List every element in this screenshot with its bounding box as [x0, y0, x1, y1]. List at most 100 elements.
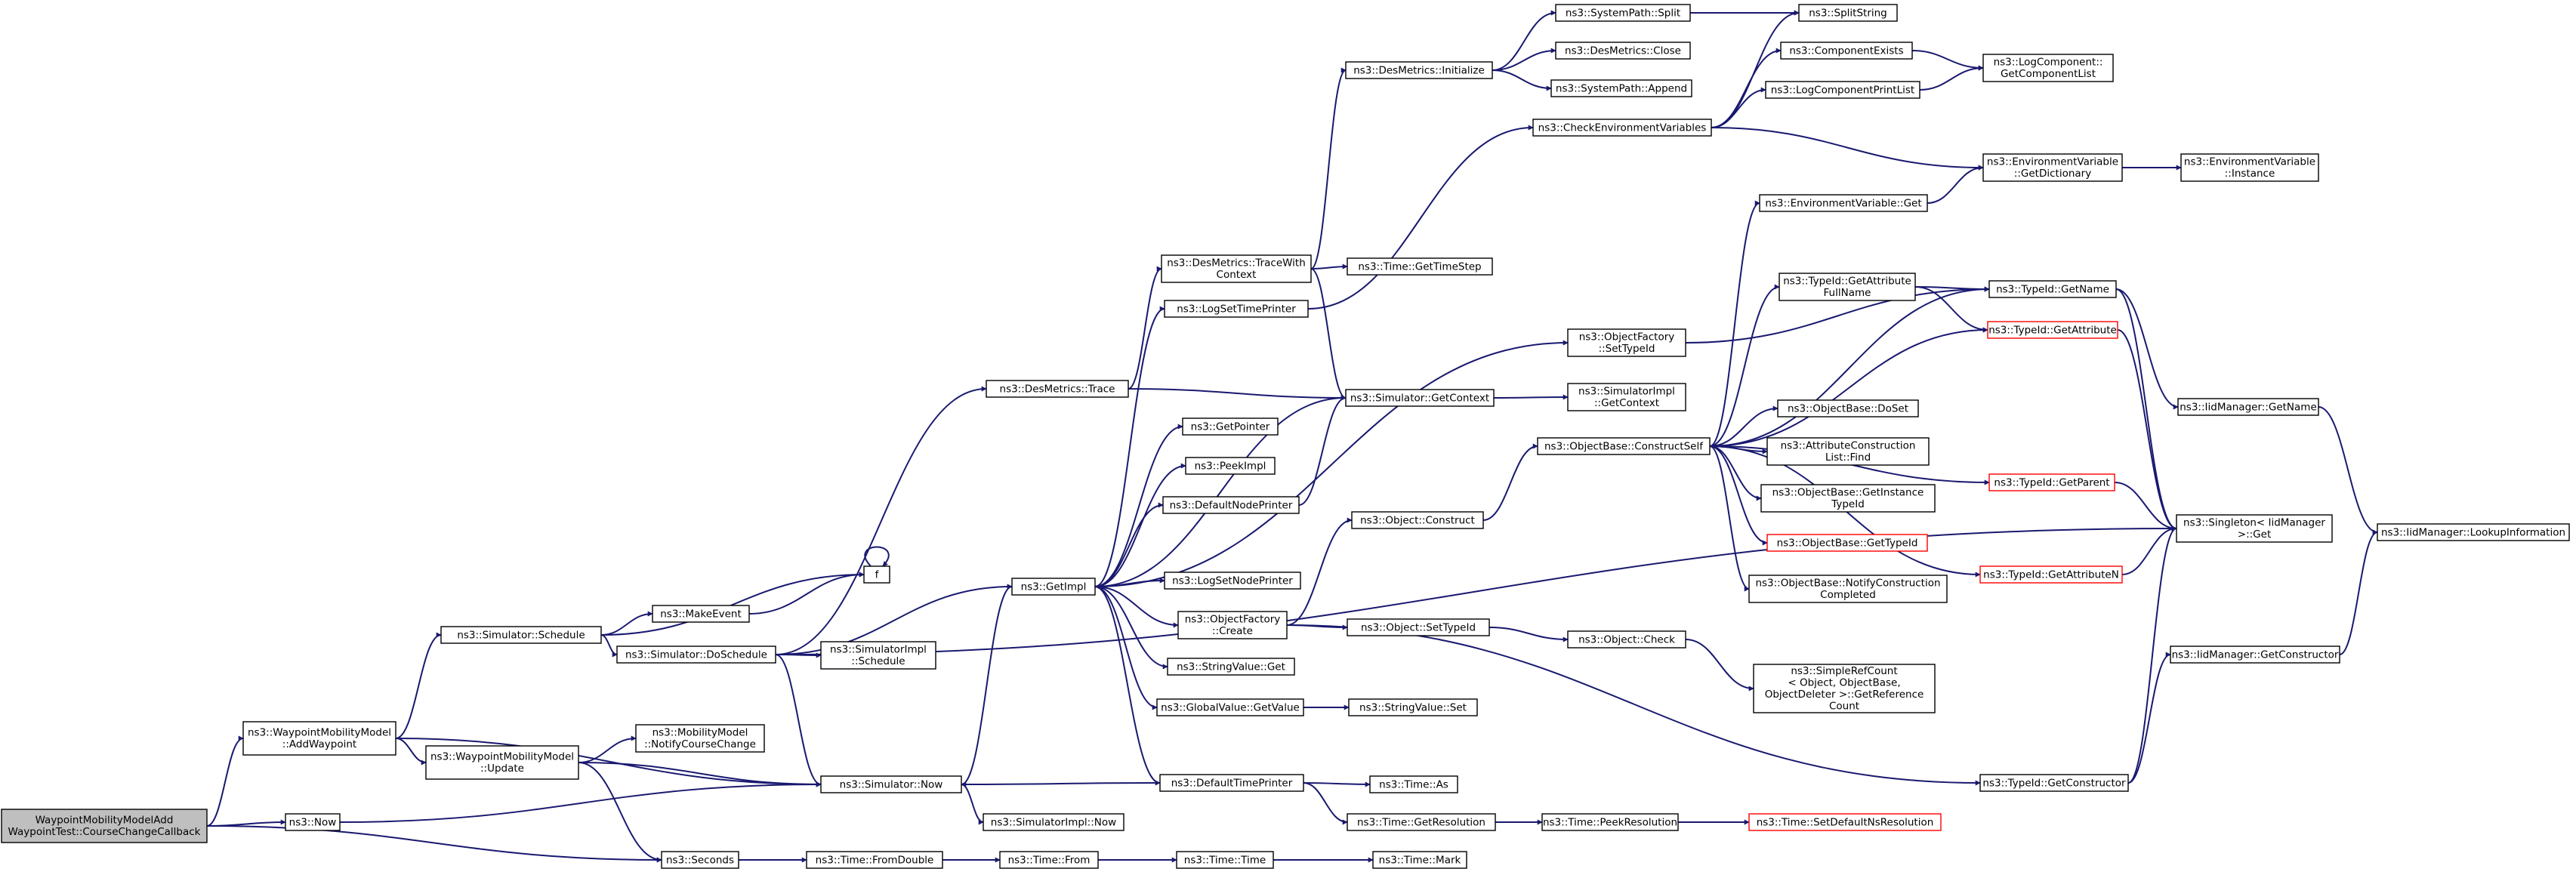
node-obj-base-do-set[interactable]: ns3::ObjectBase::DoSet	[1777, 399, 1919, 417]
node-label: ns3::LogComponent::	[1994, 57, 2103, 69]
node-check-env-vars[interactable]: ns3::CheckEnvironmentVariables	[1532, 119, 1712, 137]
node-component-exists[interactable]: ns3::ComponentExists	[1780, 42, 1913, 60]
node-default-time-printer[interactable]: ns3::DefaultTimePrinter	[1159, 774, 1304, 792]
node-split-string[interactable]: ns3::SplitString	[1798, 4, 1898, 22]
node-get-pointer[interactable]: ns3::GetPointer	[1182, 417, 1279, 436]
node-type-id-get-name[interactable]: ns3::TypeId::GetName	[1988, 280, 2117, 298]
node-env-var-get[interactable]: ns3::EnvironmentVariable::Get	[1759, 194, 1928, 212]
node-f[interactable]: f	[863, 565, 890, 584]
node-peek-impl[interactable]: ns3::PeekImpl	[1185, 457, 1276, 475]
node-get-component-list[interactable]: ns3::LogComponent::GetComponentList	[1982, 54, 2114, 82]
node-box	[983, 813, 1124, 831]
node-seconds[interactable]: ns3::Seconds	[661, 851, 739, 869]
node-label: ns3::SimulatorImpl::Now	[991, 816, 1116, 828]
node-des-init[interactable]: ns3::DesMetrics::Initialize	[1345, 61, 1493, 79]
node-label: ObjectDeleter >::GetReference	[1765, 689, 1924, 701]
node-label: ns3::SimpleRefCount	[1791, 665, 1897, 677]
node-system-path-append[interactable]: ns3::SystemPath::Append	[1550, 79, 1692, 97]
node-box	[1348, 698, 1478, 716]
node-time-set-default-ns-res[interactable]: ns3::Time::SetDefaultNsResolution	[1748, 813, 1942, 831]
node-object-set-type-id[interactable]: ns3::Object::SetTypeId	[1347, 618, 1490, 636]
node-construct-self[interactable]: ns3::ObjectBase::ConstructSelf	[1537, 437, 1711, 455]
node-notify-construction-completed[interactable]: ns3::ObjectBase::NotifyConstructionCompl…	[1748, 575, 1948, 603]
node-get-impl[interactable]: ns3::GetImpl	[1011, 578, 1096, 596]
node-env-var-get-dictionary[interactable]: ns3::EnvironmentVariable::GetDictionary	[1982, 153, 2123, 182]
node-object-construct[interactable]: ns3::Object::Construct	[1351, 511, 1484, 529]
node-singleton-get[interactable]: ns3::Singleton< IidManager>::Get	[2176, 514, 2333, 543]
node-type-id-get-attribute[interactable]: ns3::TypeId::GetAttribute	[1987, 321, 2118, 339]
node-simple-ref-count[interactable]: ns3::SimpleRefCount< Object, ObjectBase,…	[1753, 664, 1936, 713]
node-default-node-printer[interactable]: ns3::DefaultNodePrinter	[1162, 496, 1300, 514]
edge-trace-with-context-to-des-init	[1310, 67, 1347, 270]
node-sim-now[interactable]: ns3::Simulator::Now	[820, 775, 962, 793]
node-obj-factory-set-type-id[interactable]: ns3::ObjectFactory::SetTypeId	[1567, 328, 1686, 357]
node-sim-get-context[interactable]: ns3::Simulator::GetContext	[1345, 389, 1495, 407]
node-label: ns3::MobilityModel	[652, 727, 748, 739]
node-log-set-node-printer[interactable]: ns3::LogSetNodePrinter	[1164, 572, 1301, 590]
node-sim-impl-get-context[interactable]: ns3::SimulatorImpl::GetContext	[1567, 383, 1686, 411]
node-from-double[interactable]: ns3::Time::FromDouble	[806, 851, 943, 869]
node-type-id-get-attribute-n[interactable]: ns3::TypeId::GetAttributeN	[1979, 565, 2123, 584]
node-box	[1347, 618, 1490, 636]
node-label: ns3::EnvironmentVariable	[1987, 156, 2118, 168]
node-label: ::GetDictionary	[2014, 168, 2091, 180]
node-box	[1982, 153, 2123, 182]
edge-type-id-get-name-to-iid-get-name	[2115, 288, 2179, 410]
node-obj-factory-create[interactable]: ns3::ObjectFactory::Create	[1177, 611, 1288, 639]
node-sim-impl-schedule[interactable]: ns3::SimulatorImpl::Schedule	[820, 641, 936, 670]
node-object-check[interactable]: ns3::Object::Check	[1567, 630, 1686, 649]
node-box	[1185, 457, 1276, 475]
node-now[interactable]: ns3::Now	[285, 813, 341, 831]
node-iid-get-name[interactable]: ns3::IidManager::GetName	[2177, 398, 2319, 416]
node-type-id-get-constructor[interactable]: ns3::TypeId::GetConstructor	[1979, 774, 2129, 792]
node-log-component-print-list[interactable]: ns3::LogComponentPrintList	[1765, 81, 1920, 99]
edge-log-component-print-list-to-get-component-list	[1919, 65, 1984, 91]
node-system-path-split[interactable]: ns3::SystemPath::Split	[1555, 4, 1691, 22]
node-des-close[interactable]: ns3::DesMetrics::Close	[1555, 42, 1691, 60]
node-label: ns3::Time::As	[1379, 778, 1448, 790]
node-time-from[interactable]: ns3::Time::From	[999, 851, 1099, 869]
node-type-id-get-parent[interactable]: ns3::TypeId::GetParent	[1988, 473, 2115, 491]
node-label: ns3::AttributeConstruction	[1781, 440, 1916, 452]
node-string-value-get[interactable]: ns3::StringValue::Get	[1167, 658, 1295, 676]
node-root[interactable]: WaypointMobilityModelAddWaypointTest::Co…	[1, 809, 208, 843]
node-obj-base-get-type-id[interactable]: ns3::ObjectBase::GetTypeId	[1766, 534, 1928, 552]
node-time-get-time-step[interactable]: ns3::Time::GetTimeStep	[1347, 257, 1493, 276]
node-time-time[interactable]: ns3::Time::Time	[1176, 851, 1274, 869]
edge-make-event-to-f	[748, 572, 865, 615]
node-time-as[interactable]: ns3::Time::As	[1369, 775, 1458, 793]
edge-default-time-printer-to-time-as	[1303, 781, 1371, 787]
node-iid-lookup-information[interactable]: ns3::IidManager::LookupInformation	[2377, 523, 2570, 541]
edge-get-impl-to-log-set-time-printer	[1094, 306, 1165, 587]
node-env-var-instance[interactable]: ns3::EnvironmentVariable::Instance	[2180, 153, 2319, 182]
edge-get-impl-to-obj-factory-create	[1094, 586, 1179, 628]
edge-trace-with-context-to-time-get-time-step	[1310, 263, 1348, 270]
node-add-waypoint[interactable]: ns3::WaypointMobilityModel::AddWaypoint	[242, 721, 396, 756]
node-make-event[interactable]: ns3::MakeEvent	[652, 605, 750, 623]
node-log-set-time-printer[interactable]: ns3::LogSetTimePrinter	[1164, 300, 1309, 318]
node-time-peek-resolution[interactable]: ns3::Time::PeekResolution	[1541, 813, 1679, 831]
node-global-value-get-value[interactable]: ns3::GlobalValue::GetValue	[1156, 698, 1304, 716]
node-label: Count	[1829, 701, 1859, 713]
edge-trace-with-context-to-sim-get-context	[1310, 268, 1347, 401]
node-des-trace[interactable]: ns3::DesMetrics::Trace	[986, 380, 1129, 398]
node-box	[1164, 572, 1301, 590]
node-notify-course[interactable]: ns3::MobilityModel::NotifyCourseChange	[635, 724, 765, 753]
node-time-mark[interactable]: ns3::Time::Mark	[1372, 851, 1467, 869]
edge-type-id-get-attribute-n-to-singleton-get	[2121, 525, 2177, 575]
node-string-value-set[interactable]: ns3::StringValue::Set	[1348, 698, 1478, 716]
node-time-get-resolution[interactable]: ns3::Time::GetResolution	[1347, 813, 1496, 831]
node-sim-schedule[interactable]: ns3::Simulator::Schedule	[440, 626, 602, 644]
node-label: ::NotifyCourseChange	[644, 738, 756, 750]
node-do-schedule[interactable]: ns3::Simulator::DoSchedule	[616, 645, 776, 664]
node-label: ns3::Object::Check	[1578, 633, 1675, 645]
node-sim-impl-now[interactable]: ns3::SimulatorImpl::Now	[983, 813, 1124, 831]
node-iid-get-constructor[interactable]: ns3::IidManager::GetConstructor	[2170, 645, 2340, 664]
node-update[interactable]: ns3::WaypointMobilityModel::Update	[425, 745, 579, 780]
node-label: ns3::SplitString	[1809, 7, 1887, 19]
